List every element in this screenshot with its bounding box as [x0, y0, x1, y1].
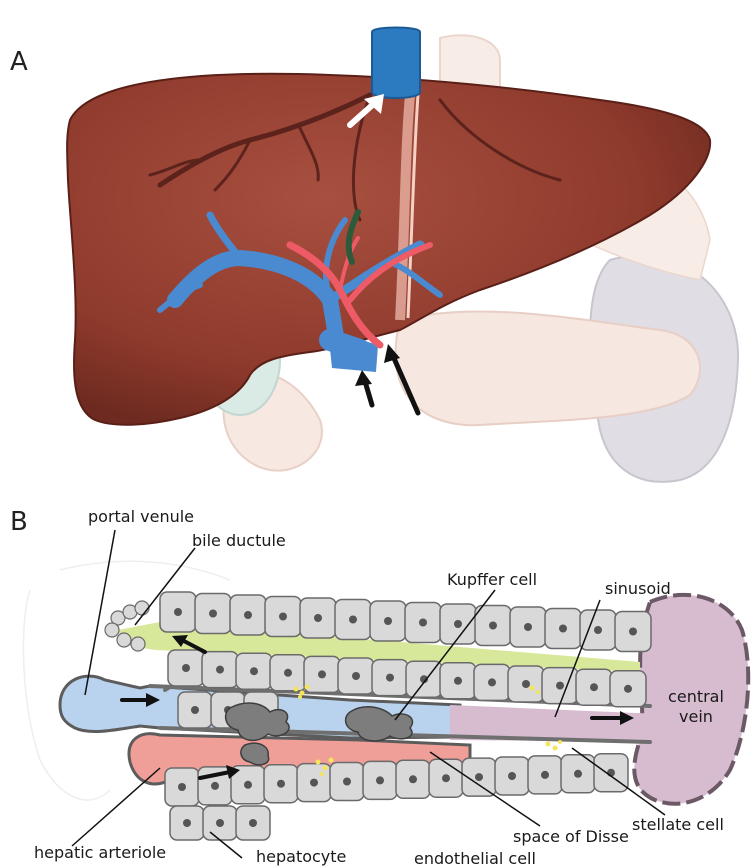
hepatocyte-nucleus: [211, 782, 219, 790]
panel-a-letter: A: [10, 47, 28, 77]
hepatocyte-nucleus: [343, 778, 351, 786]
label-hepatocyte: hepatocyte: [256, 847, 346, 866]
label-stellate-cell: stellate cell: [632, 815, 724, 834]
hepatocyte-nucleus: [489, 622, 497, 630]
hepatocyte-nucleus: [556, 682, 564, 690]
hepatocyte-nucleus: [384, 617, 392, 625]
hepatocyte-nucleus: [250, 667, 258, 675]
hepatocyte-nucleus: [191, 706, 199, 714]
panel-a: A: [10, 28, 738, 482]
label-bile-ductule: bile ductule: [192, 531, 286, 550]
label-hepatic-arteriole: hepatic arteriole: [34, 843, 166, 862]
panel-b-letter: B: [10, 507, 28, 537]
hepatocyte-nucleus: [559, 625, 567, 633]
bile-ductule-cell: [117, 633, 131, 647]
bile-ductule-cell: [135, 601, 149, 615]
label-portal-venule: portal venule: [88, 507, 194, 526]
hepatocyte-nucleus: [386, 674, 394, 682]
hepatocyte-nucleus: [182, 664, 190, 672]
hepatocyte-nucleus: [174, 608, 182, 616]
hepatocyte-nucleus: [284, 669, 292, 677]
hepatocyte-nucleus: [352, 672, 360, 680]
hepatocyte-nucleus: [310, 779, 318, 787]
hepatocyte-nucleus: [590, 683, 598, 691]
hepatocyte-nucleus: [594, 626, 602, 634]
hepatocyte-nucleus: [178, 783, 186, 791]
hepatocyte-nucleus: [524, 623, 532, 631]
hepatocyte-nucleus: [522, 680, 530, 688]
black-arrow-portal-vein: [355, 370, 372, 405]
hepatocyte-nucleus: [376, 776, 384, 784]
hepatocyte-nucleus: [629, 628, 637, 636]
hepatocyte-nucleus: [216, 819, 224, 827]
hepatocyte-nucleus: [314, 614, 322, 622]
hepatocyte-nucleus: [244, 781, 252, 789]
hepatocyte-nucleus: [624, 685, 632, 693]
inferior-vena-cava: [372, 28, 420, 99]
hepatocyte-nucleus: [488, 678, 496, 686]
hepatocyte-nucleus: [419, 619, 427, 627]
label-kupffer-cell: Kupffer cell: [447, 570, 537, 589]
hepatocyte-nucleus: [508, 772, 516, 780]
hepatocyte-nucleus: [209, 610, 217, 618]
hepatocyte-nucleus: [454, 677, 462, 685]
hepatocyte-nucleus: [183, 819, 191, 827]
label-endothelial-cell: endothelial cell: [414, 849, 536, 868]
label-sinusoid: sinusoid: [605, 579, 671, 598]
hepatocyte-nucleus: [409, 775, 417, 783]
label-space-of-disse: space of Disse: [513, 827, 629, 846]
hepatocyte-nucleus: [318, 670, 326, 678]
hepatocyte-nucleus: [454, 620, 462, 628]
hepatocyte-nucleus: [349, 616, 357, 624]
hepatocyte-nucleus: [277, 780, 285, 788]
hepatocyte-nucleus: [279, 613, 287, 621]
bile-ductule-cell: [105, 623, 119, 637]
hepatocyte-nucleus: [574, 770, 582, 778]
panel-b: B: [10, 507, 748, 868]
hepatocyte-nucleus: [249, 819, 257, 827]
bile-ductule-cell: [131, 637, 145, 651]
label-central-vein-line1: central: [668, 687, 724, 706]
label-central-vein-line2: vein: [679, 707, 713, 726]
hepatocyte-nucleus: [475, 773, 483, 781]
hepatocyte-nucleus: [244, 611, 252, 619]
hepatocyte-nucleus: [442, 774, 450, 782]
hepatocyte-nucleus: [216, 666, 224, 674]
hepatocyte-nucleus: [541, 771, 549, 779]
